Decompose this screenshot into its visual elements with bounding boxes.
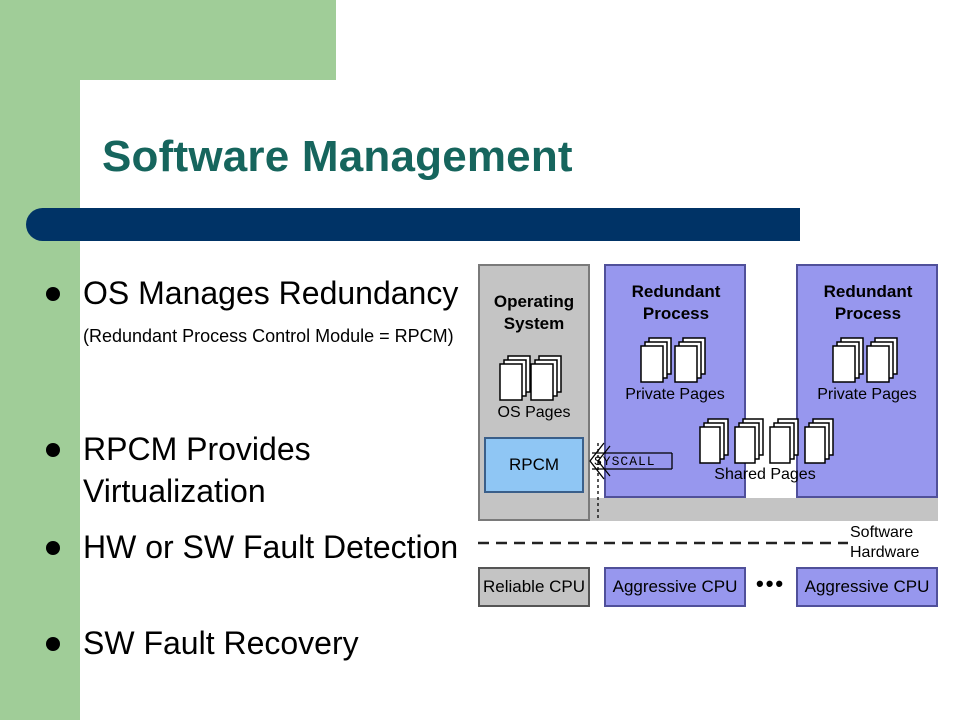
rpcm-box: RPCM xyxy=(484,437,584,493)
shared-pages-label: Shared Pages xyxy=(714,466,816,483)
green-top-block xyxy=(0,0,336,80)
aggressive-cpu-box-2: Aggressive CPU xyxy=(796,567,938,607)
rpcm-label: RPCM xyxy=(508,455,560,474)
private-pages-icon-2 xyxy=(832,337,898,383)
bullet-subtext: (Redundant Process Control Module = RPCM… xyxy=(83,326,454,346)
redundancy-diagram: Operating System Redundant Process Redun… xyxy=(476,261,940,608)
bullet-item: RPCM Provides Virtualization xyxy=(46,428,476,526)
bullet-dot xyxy=(46,541,60,555)
diagram-pages-svg xyxy=(478,337,898,545)
bullet-text: RPCM Provides Virtualization xyxy=(83,431,311,509)
operating-system-label: Operating System xyxy=(493,292,575,333)
hardware-label: Hardware xyxy=(850,544,920,561)
green-side-strip xyxy=(0,0,80,720)
bullet-item: SW Fault Recovery xyxy=(46,622,476,670)
redundant-process-label-2: Redundant Process xyxy=(823,282,913,323)
bullet-dot xyxy=(46,287,60,301)
bullet-text: OS Manages Redundancy xyxy=(83,275,459,311)
bullet-item: HW or SW Fault Detection xyxy=(46,526,476,622)
private-pages-label-2: Private Pages xyxy=(817,386,917,403)
shared-pages-icon xyxy=(699,418,834,464)
bullet-text: HW or SW Fault Detection xyxy=(83,529,459,565)
software-label: Software xyxy=(850,524,914,541)
os-pages-label: OS Pages xyxy=(497,404,571,421)
aggressive-cpu-box-1: Aggressive CPU xyxy=(604,567,746,607)
slide-title: Software Management xyxy=(102,132,573,181)
bullet-dot xyxy=(46,443,60,457)
private-pages-label-1: Private Pages xyxy=(625,386,725,403)
os-base-band xyxy=(478,498,938,521)
title-underline-bar xyxy=(26,208,800,241)
syscall-label: SYSCALL xyxy=(594,454,656,469)
reliable-cpu-box: Reliable CPU xyxy=(478,567,590,607)
syscall-arrow-icon xyxy=(589,442,673,521)
private-pages-icon-1 xyxy=(640,337,706,383)
ellipsis-dots: ••• xyxy=(756,571,786,596)
bullet-item: OS Manages Redundancy (Redundant Process… xyxy=(46,272,476,418)
bullet-list: OS Manages Redundancy (Redundant Process… xyxy=(46,272,476,670)
os-pages-icon xyxy=(499,355,562,401)
redundant-process-label-1: Redundant Process xyxy=(631,282,721,323)
bullet-dot xyxy=(46,637,60,651)
bullet-text: SW Fault Recovery xyxy=(83,625,359,661)
